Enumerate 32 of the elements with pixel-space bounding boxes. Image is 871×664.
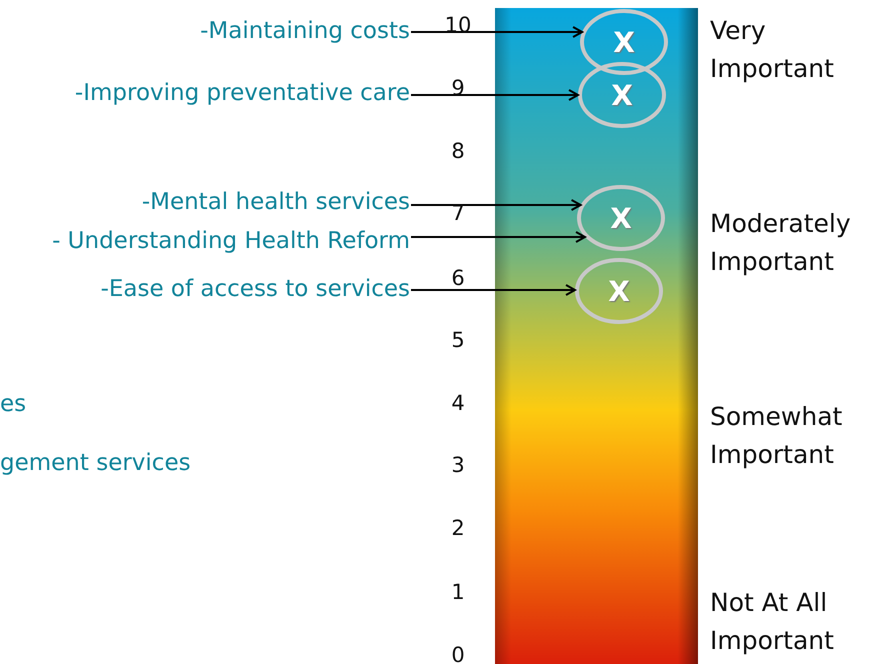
- arrow: [411, 284, 576, 296]
- marker-ellipse: X: [577, 185, 665, 251]
- item-label: es: [0, 390, 26, 418]
- arrow: [411, 26, 584, 38]
- scale-number: 3: [450, 453, 466, 477]
- scale-number: 8: [450, 139, 466, 163]
- item-label: -Maintaining costs: [200, 17, 410, 45]
- scale-bar: [495, 8, 698, 664]
- item-label: -Ease of access to services: [100, 275, 410, 303]
- scale-number: 1: [450, 580, 466, 604]
- item-label: -Improving preventative care: [74, 79, 410, 107]
- scale-number: 6: [450, 266, 466, 290]
- item-label: -Mental health services: [142, 188, 410, 216]
- marker-ellipse: X: [580, 9, 668, 75]
- arrow: [411, 231, 586, 243]
- item-label: - Understanding Health Reform: [52, 227, 410, 255]
- arrow: [411, 89, 579, 101]
- scale-number: 2: [450, 516, 466, 540]
- scale-number: 0: [450, 643, 466, 664]
- marker-ellipse: X: [578, 62, 666, 128]
- scale-number: 10: [444, 13, 472, 37]
- importance-label: Somewhat Important: [710, 401, 844, 471]
- scale-number: 4: [450, 391, 466, 415]
- scale-number: 9: [450, 76, 466, 100]
- item-label: gement services: [0, 449, 191, 477]
- marker-ellipse: X: [575, 258, 663, 324]
- importance-label: Not At All Important: [710, 587, 835, 657]
- scale-number: 5: [450, 328, 466, 352]
- importance-label: Moderately Important: [710, 208, 852, 278]
- arrow: [411, 199, 582, 211]
- importance-label: Very Important: [710, 15, 835, 85]
- scale-number: 7: [450, 201, 466, 225]
